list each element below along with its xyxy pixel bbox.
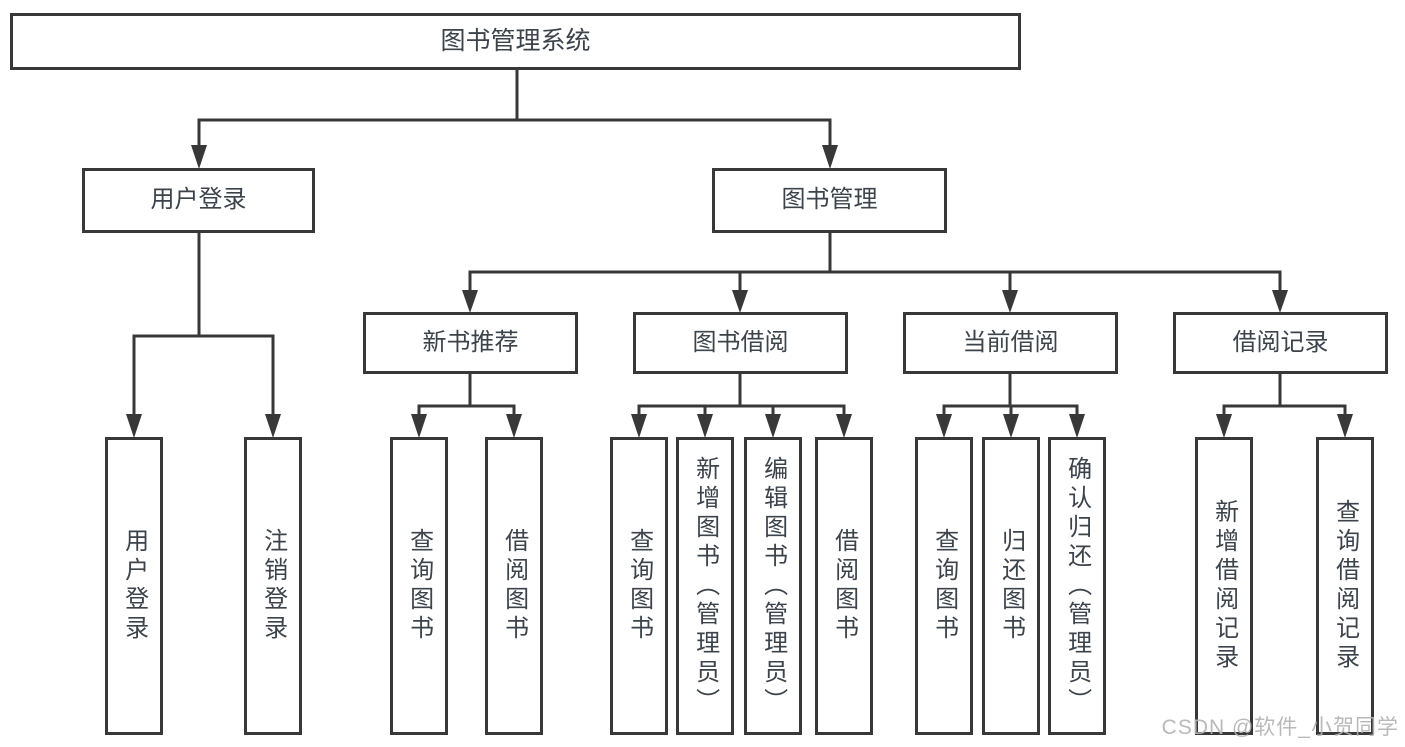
node-label: 当前借阅 [962,328,1059,356]
node-label: 查询图书 [405,528,433,644]
leaf-add-borrow-record: 新增借阅记录 [1195,437,1253,735]
leaf-query-books-borrowing: 查询图书 [610,437,668,735]
node-label: 新增图书（管理员） [691,455,719,717]
node-book-management: 图书管理 [712,168,947,233]
leaf-query-borrow-record: 查询借阅记录 [1316,437,1374,735]
leaf-query-books-current: 查询图书 [915,437,973,735]
node-label: 注销登录 [259,528,287,644]
node-label: 借阅图书 [830,528,858,644]
node-label: 新书推荐 [422,328,519,356]
node-label: 用户登录 [120,528,148,644]
csdn-watermark: CSDN @软件_小贺同学 [1161,716,1399,739]
leaf-query-books-recommend: 查询图书 [390,437,448,735]
leaf-borrow-books-recommend: 借阅图书 [485,437,543,735]
node-user-login: 用户登录 [82,168,315,233]
node-label: 图书管理 [781,186,878,214]
node-label: 归还图书 [997,528,1025,644]
node-label: 查询图书 [625,528,653,644]
node-label: 图书借阅 [692,328,789,356]
node-label: 借阅图书 [500,528,528,644]
leaf-confirm-return-admin: 确认归还（管理员） [1048,437,1106,735]
node-label: 图书管理系统 [440,26,591,55]
node-current-borrowing: 当前借阅 [903,312,1118,374]
node-label: 用户登录 [150,186,247,214]
leaf-edit-books-admin: 编辑图书（管理员） [744,437,802,735]
node-label: 借阅记录 [1232,328,1329,356]
arrowhead-icons [126,145,1353,438]
node-label: 确认归还（管理员） [1063,455,1091,717]
node-library-management-system: 图书管理系统 [10,13,1021,70]
node-borrowing-records: 借阅记录 [1173,312,1388,374]
leaf-add-books-admin: 新增图书（管理员） [676,437,734,735]
node-label: 查询图书 [930,528,958,644]
leaf-borrow-books: 借阅图书 [815,437,873,735]
leaf-logout: 注销登录 [244,437,302,735]
node-book-borrowing: 图书借阅 [633,312,848,374]
leaf-return-books: 归还图书 [982,437,1040,735]
node-label: 编辑图书（管理员） [759,455,787,717]
node-label: 查询借阅记录 [1331,499,1359,673]
node-new-book-recommendation: 新书推荐 [363,312,578,374]
leaf-user-login: 用户登录 [105,437,163,735]
node-label: 新增借阅记录 [1210,499,1238,673]
